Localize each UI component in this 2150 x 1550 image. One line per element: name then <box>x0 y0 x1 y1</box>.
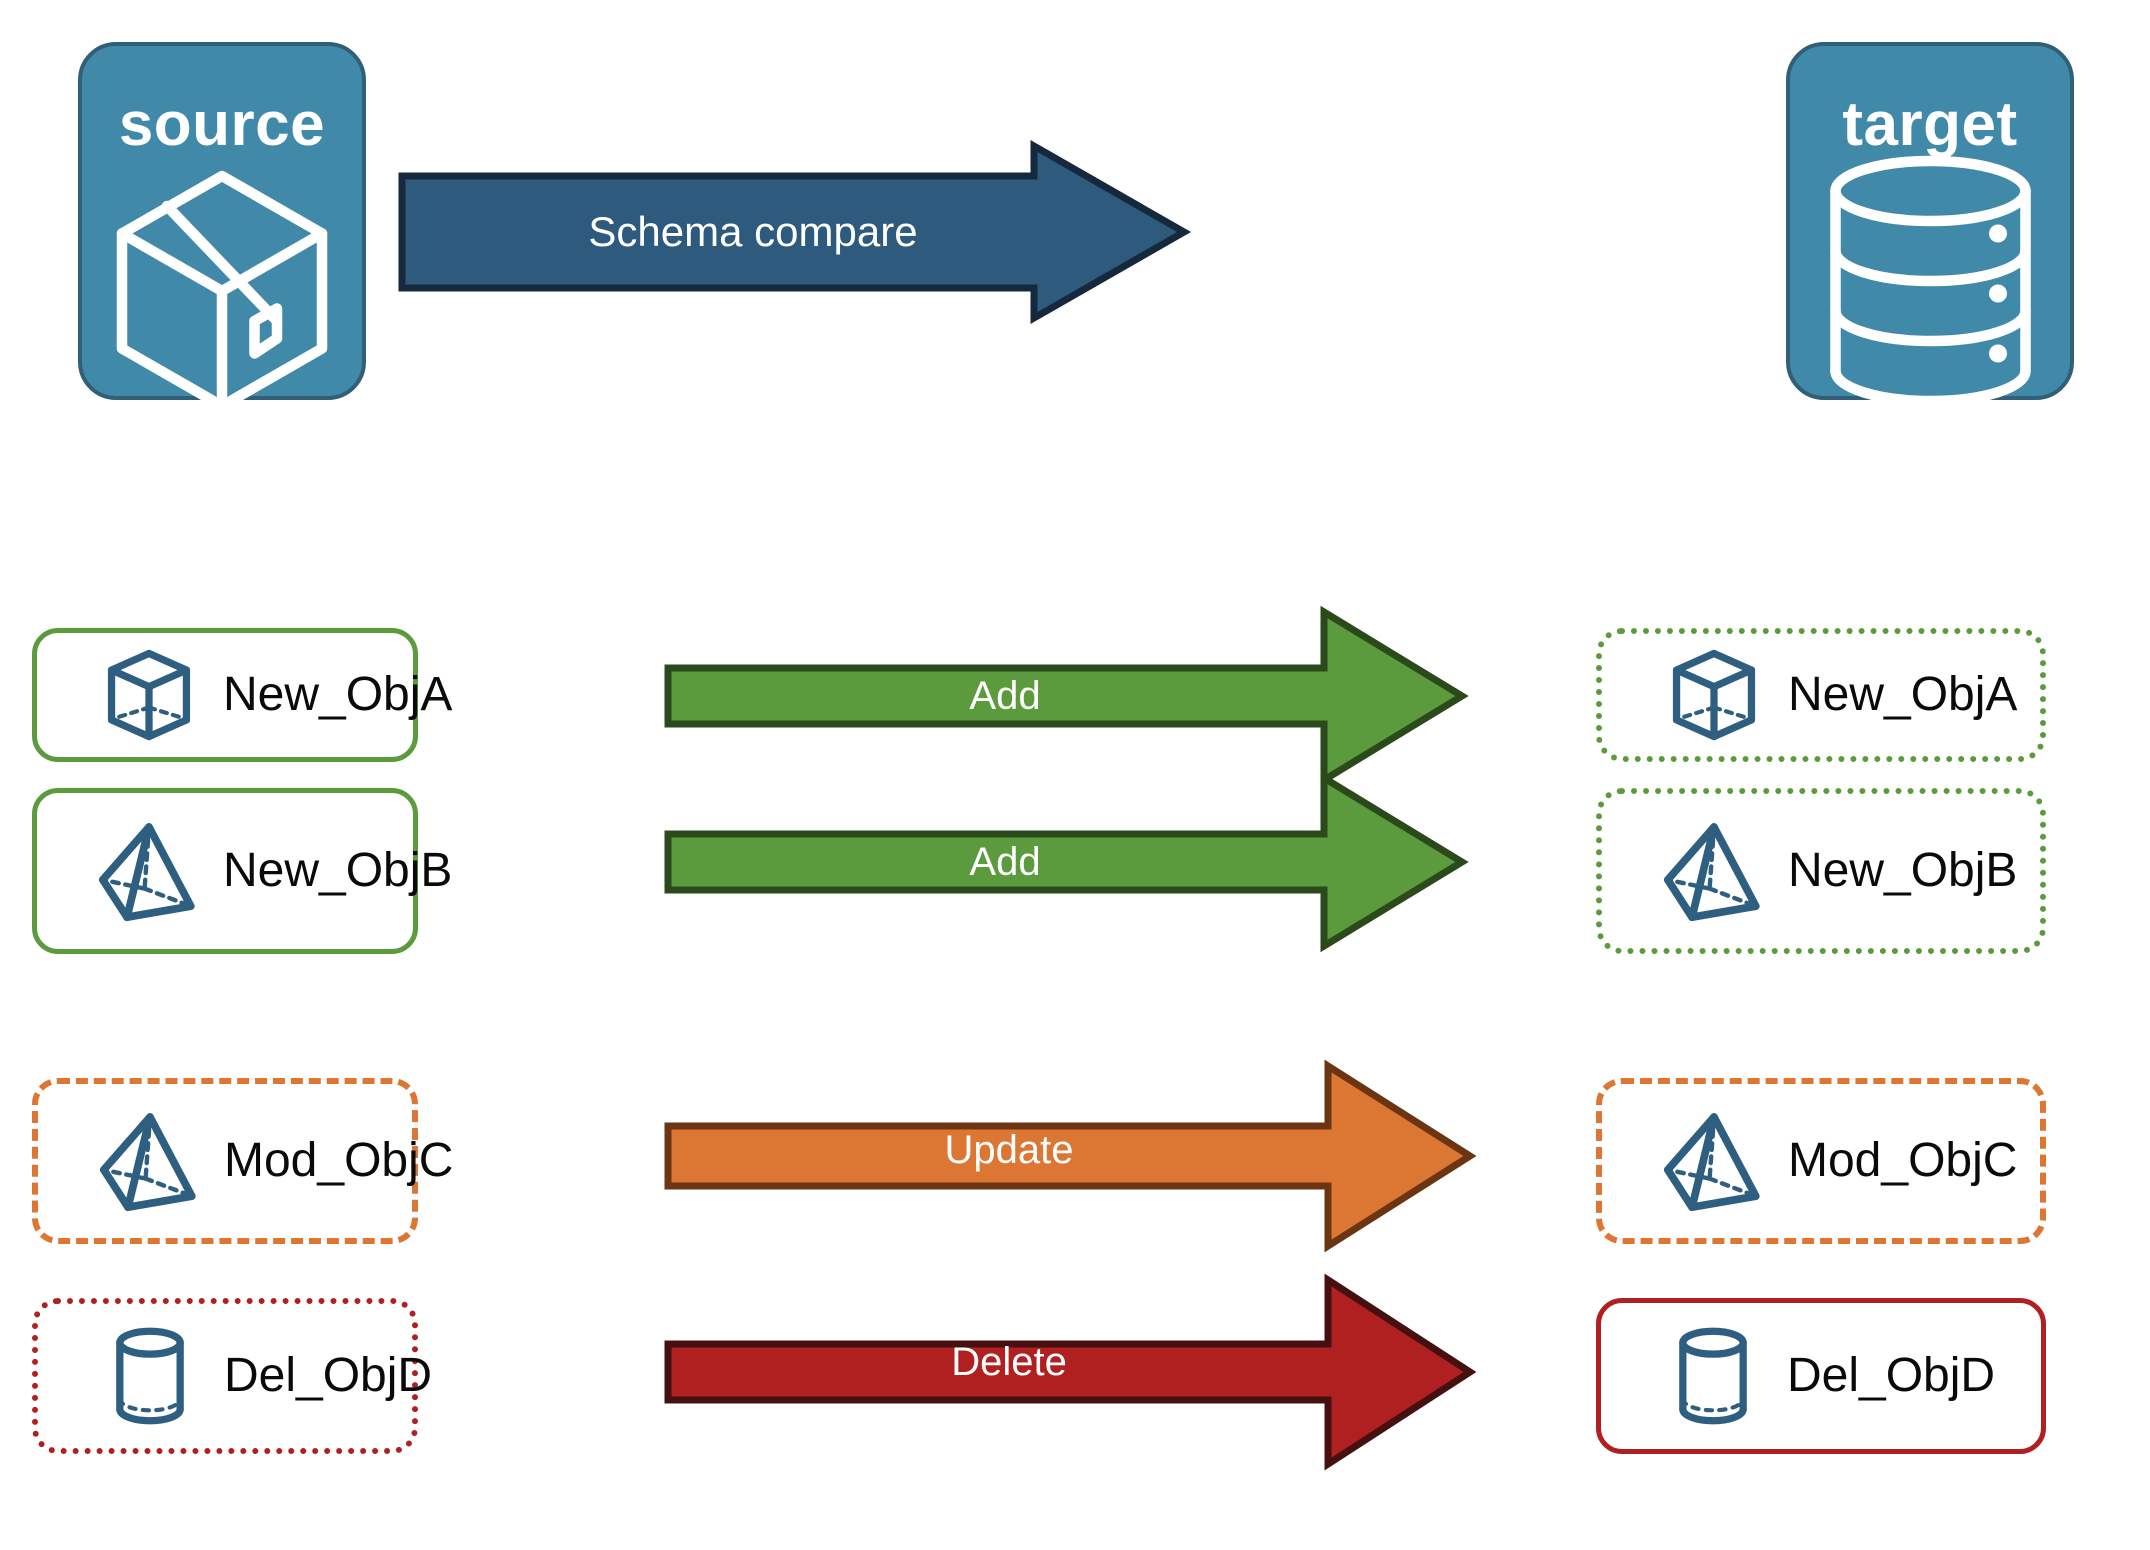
package-box-icon <box>82 156 362 412</box>
update-arrow-2[interactable]: Update <box>664 1059 1477 1253</box>
target-panel-title: target <box>1842 90 2018 159</box>
schema-compare-arrow[interactable]: Schema compare <box>398 139 1192 325</box>
target-card-label-0: New_ObjA <box>1788 668 2018 721</box>
target-card-label-2: Mod_ObjC <box>1788 1134 2018 1187</box>
source-panel-title: source <box>118 90 326 159</box>
delete-arrow-3[interactable]: Delete <box>664 1272 1477 1471</box>
add-arrow-0[interactable]: Add <box>664 605 1469 787</box>
database-cylinder-icon <box>1790 155 2070 407</box>
wireframe-pyramid-icon <box>1662 819 1766 923</box>
source-card-label-1: New_ObjB <box>223 844 453 897</box>
source-card-label-3: Del_ObjD <box>224 1349 433 1402</box>
wireframe-pyramid-icon <box>97 819 201 923</box>
source-card-label-2: Mod_ObjC <box>224 1134 454 1187</box>
target-card-label-3: Del_ObjD <box>1787 1349 1996 1402</box>
source-card-3[interactable]: Del_ObjD <box>32 1298 432 1454</box>
target-card-0[interactable]: New_ObjA <box>1596 628 2046 762</box>
source-card-1[interactable]: New_ObjB <box>32 788 452 954</box>
target-panel[interactable]: target <box>1786 42 2074 407</box>
wireframe-pyramid-icon <box>98 1109 202 1213</box>
source-panel[interactable]: source <box>78 42 366 412</box>
target-card-1[interactable]: New_ObjB <box>1596 788 2046 954</box>
source-card-0[interactable]: New_ObjA <box>32 628 452 762</box>
wireframe-cylinder-icon <box>98 1324 202 1428</box>
add-arrow-1[interactable]: Add <box>664 771 1469 953</box>
source-card-label-0: New_ObjA <box>223 668 453 721</box>
wireframe-cylinder-icon <box>1661 1324 1765 1428</box>
wireframe-pyramid-icon <box>1662 1109 1766 1213</box>
wireframe-cube-icon <box>97 643 201 747</box>
source-card-2[interactable]: Mod_ObjC <box>32 1078 453 1244</box>
wireframe-cube-icon <box>1662 643 1766 747</box>
target-card-label-1: New_ObjB <box>1788 844 2018 897</box>
target-card-3[interactable]: Del_ObjD <box>1596 1298 2046 1454</box>
target-card-2[interactable]: Mod_ObjC <box>1596 1078 2046 1244</box>
